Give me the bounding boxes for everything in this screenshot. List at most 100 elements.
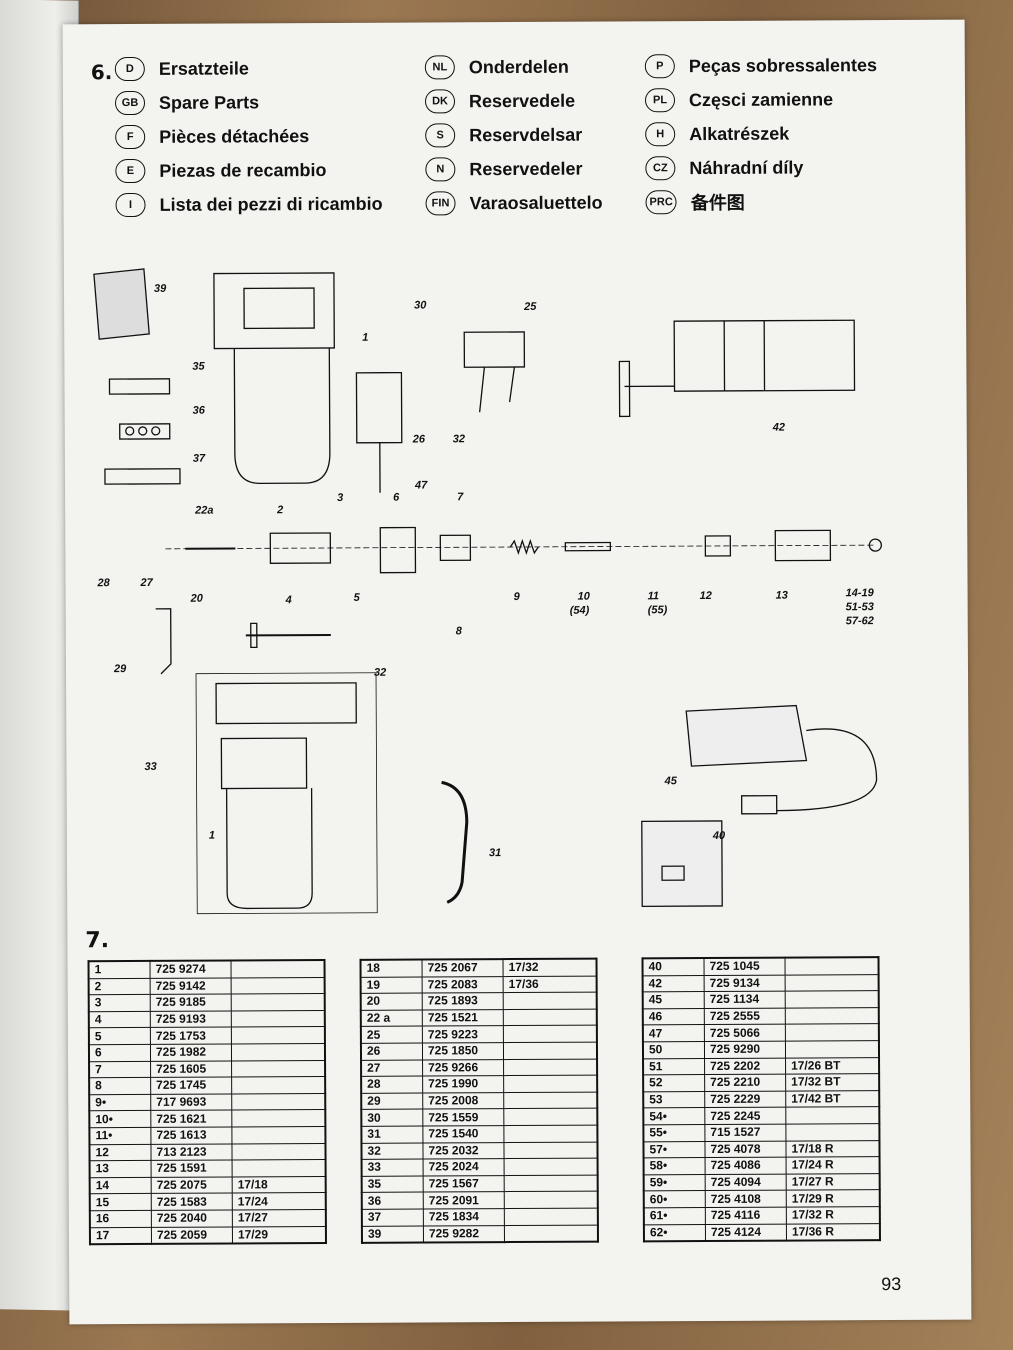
part-size: 17/24 R <box>786 1156 880 1174</box>
part-position: 57• <box>643 1141 706 1158</box>
part-position: 22 a <box>360 1009 423 1027</box>
part-size <box>784 957 879 975</box>
part-position: 32 <box>361 1142 424 1160</box>
diagram-label: 36 <box>193 405 206 417</box>
part-number: 725 2083 <box>422 976 504 994</box>
part-size <box>785 974 879 992</box>
part-size <box>504 1158 598 1176</box>
part-9 <box>509 538 539 556</box>
part-position: 47 <box>642 1024 705 1042</box>
part-size <box>231 960 325 978</box>
diagram-label: 26 <box>412 433 426 445</box>
table-row: 54•725 2245 <box>643 1106 880 1125</box>
part-number: 725 1982 <box>150 1043 232 1061</box>
part-number: 725 9290 <box>704 1041 786 1059</box>
part-number: 725 9274 <box>150 960 232 979</box>
part-size <box>503 1075 598 1093</box>
diagram-label: 33 <box>144 761 156 773</box>
part-size <box>503 1141 598 1159</box>
part-position: 45 <box>642 991 705 1009</box>
part-position: 12 <box>89 1143 152 1161</box>
part-number: 725 1134 <box>704 991 786 1009</box>
part-number: 725 2245 <box>704 1107 786 1125</box>
part-size <box>231 1026 325 1044</box>
part-position: 3 <box>88 994 151 1012</box>
part-size <box>503 1058 598 1076</box>
part-size <box>231 1109 326 1127</box>
part-size <box>785 990 879 1008</box>
part-position: 36 <box>361 1192 424 1210</box>
part-number: 725 2091 <box>423 1191 505 1209</box>
section-6-number: 6. <box>90 60 113 85</box>
diagram-label: 32 <box>453 433 465 445</box>
language-name: Częsci zamienne <box>688 88 834 110</box>
part-number: 725 1583 <box>151 1193 233 1211</box>
part-size <box>231 1060 326 1078</box>
diagram-label: 29 <box>113 663 127 675</box>
diagram-label: 6 <box>393 492 400 504</box>
language-code-badge: D <box>114 56 145 82</box>
part-size: 17/42 BT <box>785 1090 880 1108</box>
language-code-badge: GB <box>114 90 146 116</box>
diagram-label: 1 <box>362 332 368 344</box>
part-number: 725 9134 <box>704 974 786 992</box>
table-row: 11•725 1613 <box>89 1126 326 1145</box>
diagram-label: 51-53 <box>846 601 874 613</box>
language-code-badge: P <box>644 54 675 79</box>
diagram-label: 10 <box>578 591 591 603</box>
part-position: 2 <box>88 978 151 995</box>
part-number: 725 4094 <box>705 1173 787 1191</box>
part-position: 14 <box>89 1177 152 1195</box>
language-code-badge: H <box>645 122 676 147</box>
diagram-label: 9 <box>514 591 521 603</box>
part-number: 725 1893 <box>422 992 504 1010</box>
part-number: 725 2210 <box>704 1074 786 1092</box>
part-size <box>503 1008 597 1026</box>
diagram-label: 1 <box>209 830 215 842</box>
part-number: 725 2059 <box>151 1226 233 1245</box>
part-31 <box>441 780 469 904</box>
part-number: 725 2229 <box>704 1090 786 1108</box>
part-size <box>504 1174 598 1192</box>
part-position: 28 <box>361 1076 423 1094</box>
part-size <box>503 1042 598 1060</box>
part-size: 17/36 <box>503 975 597 993</box>
part-size <box>785 1040 880 1058</box>
part-size <box>231 1010 325 1028</box>
part-size <box>785 1123 880 1141</box>
part-number: 725 4124 <box>705 1223 787 1242</box>
language-name: Spare Parts <box>158 91 260 113</box>
part-25 <box>463 331 526 368</box>
language-name: Varaosaluettelo <box>469 192 603 213</box>
part-size: 17/27 R <box>786 1173 880 1191</box>
part-number: 725 2008 <box>422 1092 504 1110</box>
language-code-badge: N <box>425 157 456 182</box>
part-size <box>504 1191 598 1209</box>
diagram-label: 47 <box>414 479 428 491</box>
part-position: 40 <box>642 958 705 976</box>
